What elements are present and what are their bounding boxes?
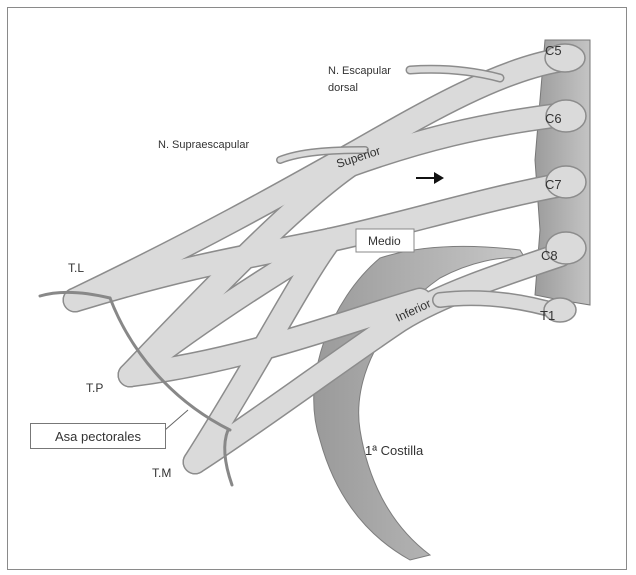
- label-c8: C8: [541, 248, 558, 263]
- label-c5: C5: [545, 43, 562, 58]
- label-asa-pectorales: Asa pectorales: [30, 423, 166, 449]
- label-cord-medial: T.M: [152, 466, 171, 480]
- label-medio-trunk: Medio: [368, 234, 401, 248]
- label-t1: T1: [540, 308, 555, 323]
- nerve-network: [40, 60, 560, 485]
- label-c6: C6: [545, 111, 562, 126]
- label-escapular-dorsal-1: N. Escapular: [328, 65, 391, 77]
- label-cord-lateral: T.L: [68, 261, 84, 275]
- label-supraescapular: N. Supraescapular: [158, 139, 249, 151]
- arrow-icon: [416, 172, 444, 184]
- label-escapular-dorsal-2: dorsal: [328, 82, 358, 94]
- pectoral-loop-pointer: [165, 410, 188, 430]
- label-cord-posterior: T.P: [86, 381, 103, 395]
- label-c7: C7: [545, 177, 562, 192]
- label-first-rib: 1ª Costilla: [365, 443, 424, 458]
